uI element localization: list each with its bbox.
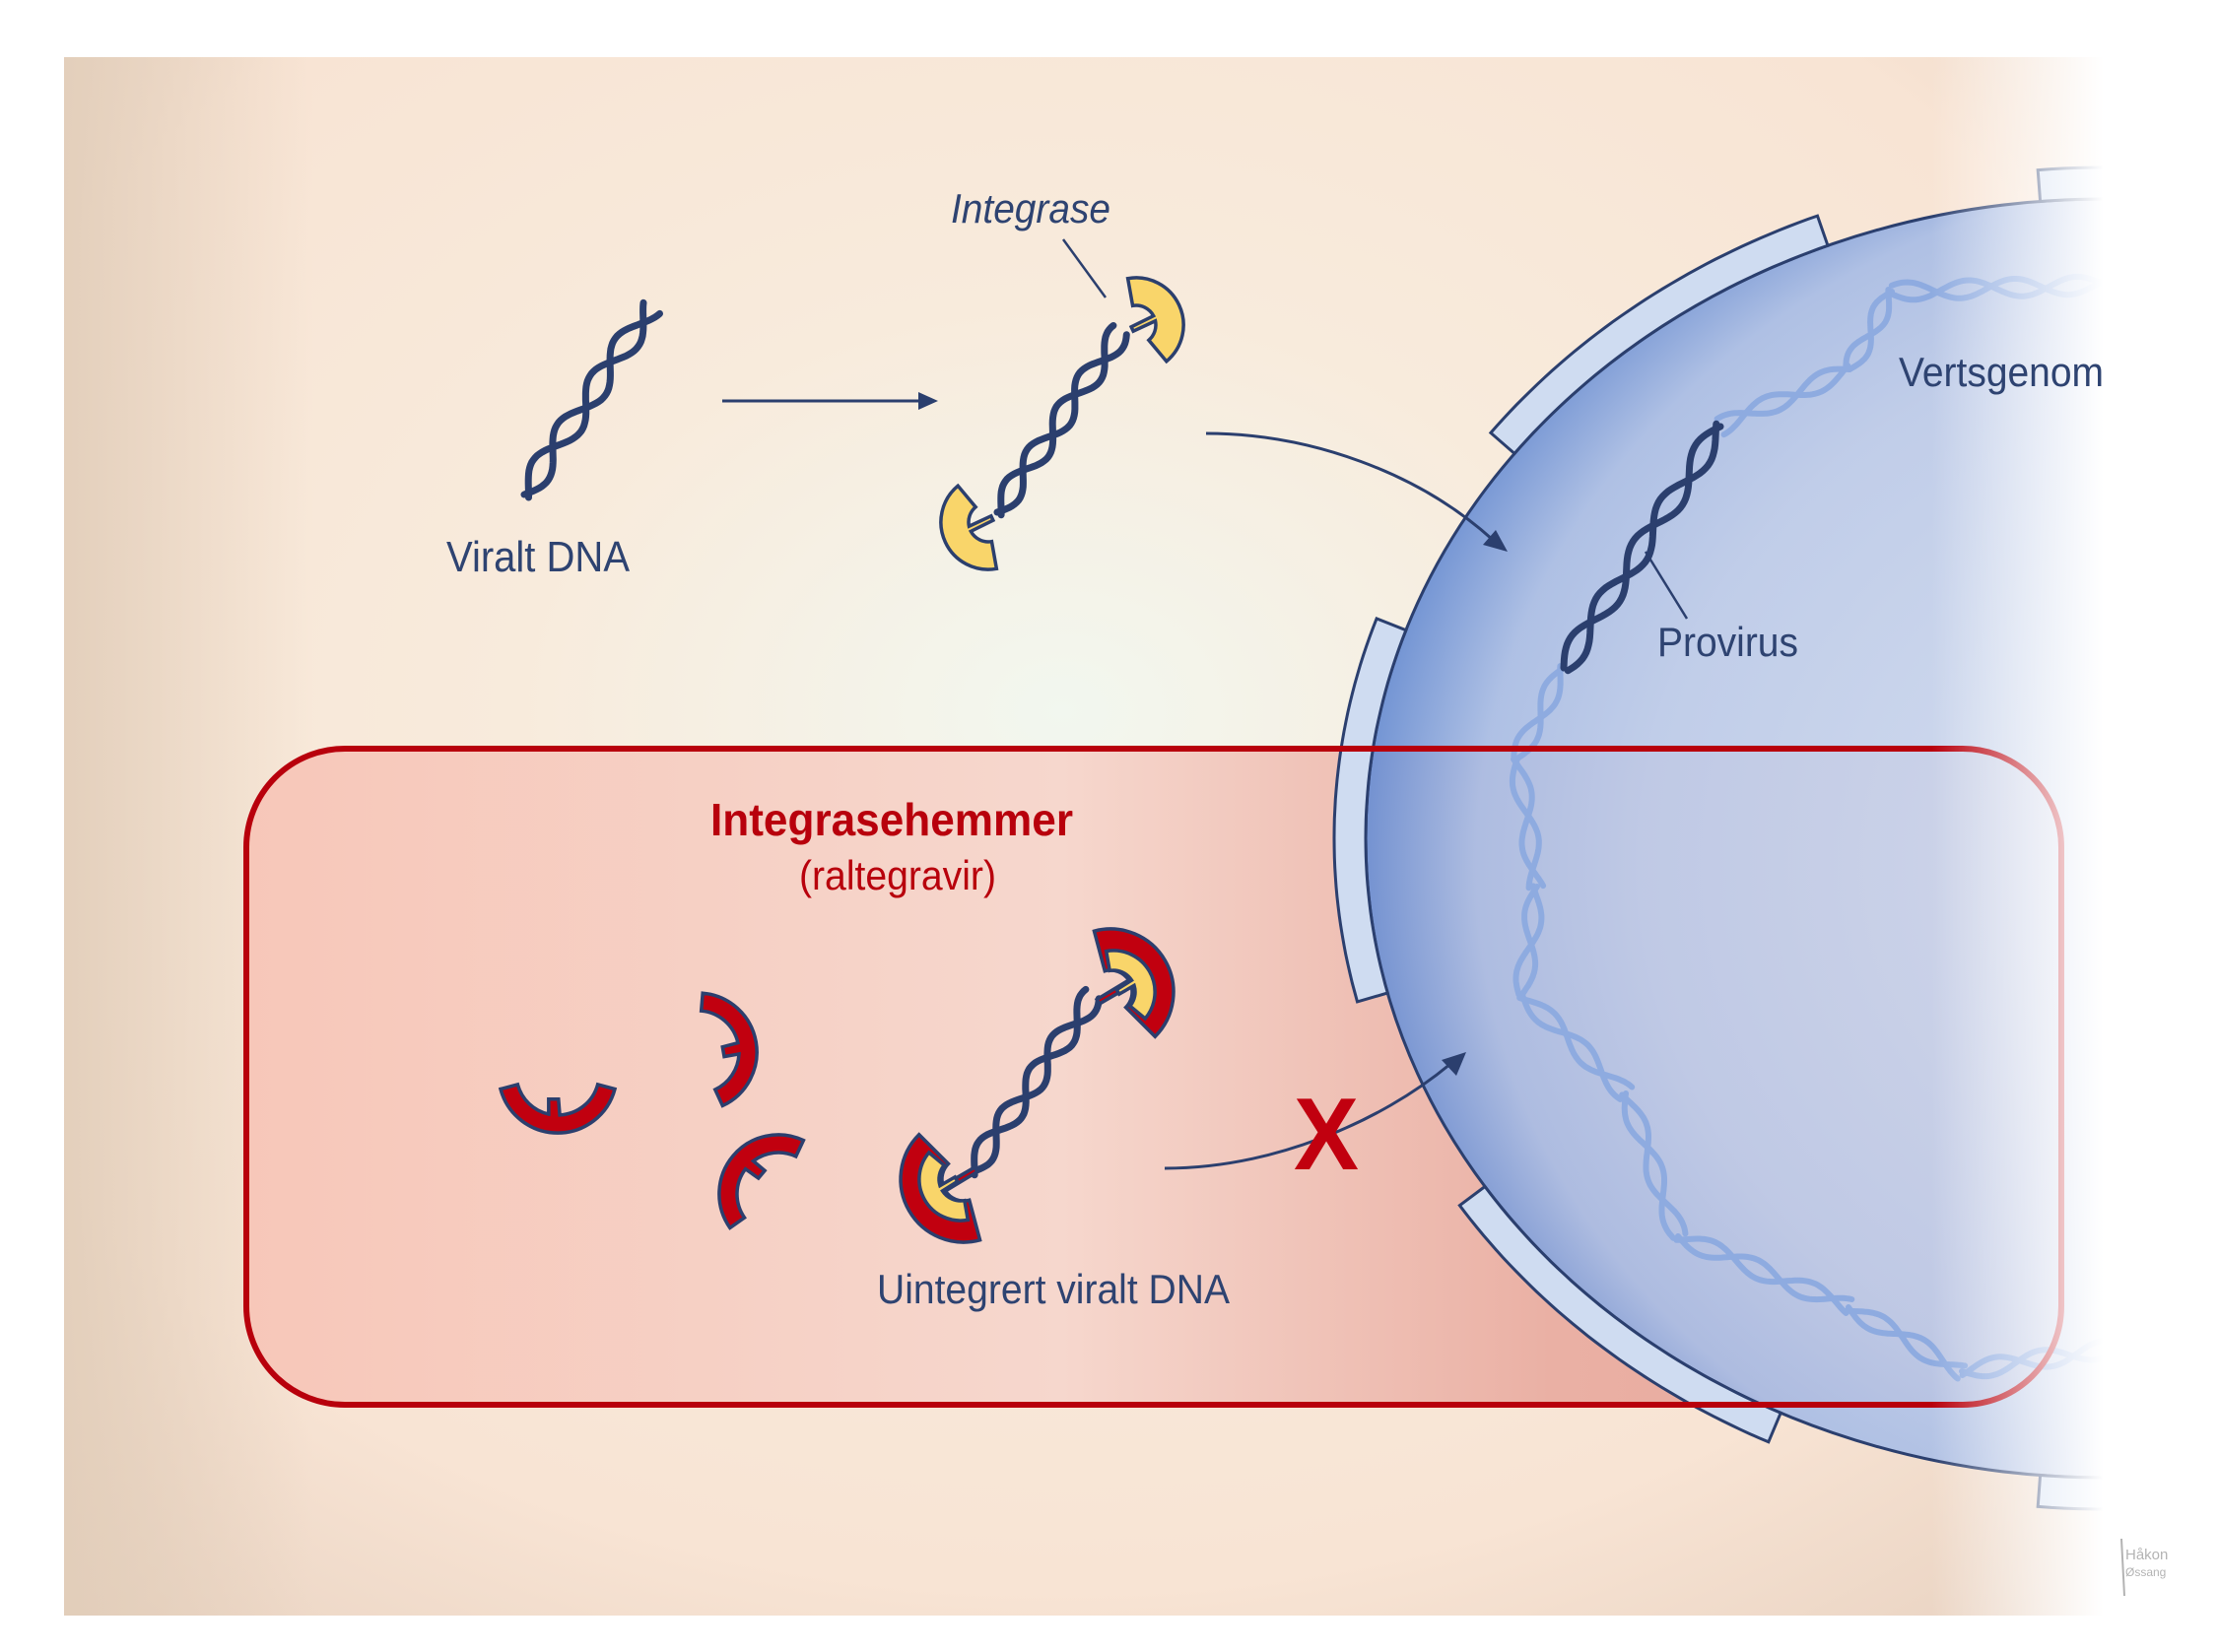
viral-dna-strand-2 <box>524 298 647 501</box>
label-integrase: Integrase <box>951 185 1110 231</box>
integrase-enzyme-icon <box>939 483 999 571</box>
arrow-right-icon <box>722 392 938 410</box>
signature-line-2: Øssang <box>2125 1565 2166 1579</box>
artist-signature: Håkon Øssang <box>2120 1538 2168 1597</box>
signature-line-1: Håkon <box>2125 1547 2168 1563</box>
integrase-enzyme-icon <box>917 1150 971 1222</box>
complex-dna-strand-1 <box>993 331 1130 516</box>
host-genome-strand-2 <box>1673 1235 1849 1316</box>
host-genome-strand-2 <box>1512 883 1545 998</box>
unintegrated-dna-strand-2 <box>971 985 1090 1179</box>
viral-dna-strand-1 <box>520 309 663 498</box>
label-provirus: Provirus <box>1657 619 1798 665</box>
provirus-leader-line <box>1644 551 1689 620</box>
provirus-strand-1 <box>1560 423 1724 672</box>
inhibited-integrase-dna-complex <box>899 927 1176 1244</box>
provirus-strand-2 <box>1564 420 1720 675</box>
import-arrow-icon <box>1205 431 1508 552</box>
label-viral-dna: Viralt DNA <box>446 533 631 581</box>
right-edge-white <box>2103 0 2218 1647</box>
label-unintegrated-dna: Uintegrert viralt DNA <box>877 1266 1230 1312</box>
nuclear-pore-icon <box>1457 1184 1783 1444</box>
host-genome-strand-1 <box>1847 289 1895 372</box>
host-genome-strand-1 <box>1518 884 1540 998</box>
integrase-enzyme-icon <box>1125 276 1185 364</box>
host-genome-strand-2 <box>1516 995 1636 1090</box>
label-host-genome: Vertsgenom <box>1899 349 2104 395</box>
host-genome-strand-1 <box>1519 992 1624 1102</box>
unintegrated-dna-strand-1 <box>967 995 1103 1176</box>
host-genome-strand-2 <box>1511 756 1547 890</box>
blocked-x-icon: X <box>1294 1078 1359 1192</box>
host-genome-strand-1 <box>1675 1233 1855 1303</box>
inhibitor-title: Integrasehemmer <box>710 794 1073 845</box>
right-edge-fade <box>1931 0 2104 1647</box>
inhibitor-molecule-icon <box>498 1082 618 1135</box>
inhibitor-molecule-icon <box>699 991 759 1108</box>
double-helix-icon <box>520 298 663 501</box>
host-genome-strand-2 <box>1511 663 1564 760</box>
integrase-enzyme-icon <box>1104 949 1157 1022</box>
inhibitor-drug-name: (raltegravir) <box>799 852 996 898</box>
nuclear-pore-icon <box>1488 214 1830 456</box>
host-genome-strand-1 <box>1509 756 1542 892</box>
host-genome-strand-2 <box>1843 287 1893 370</box>
host-genome-strand-1 <box>1714 365 1852 423</box>
host-genome-strand-2 <box>1619 1091 1689 1237</box>
host-genome-strand-1 <box>1621 1090 1677 1241</box>
host-genome-strand-2 <box>1720 363 1851 438</box>
blocked-import-arrow <box>1164 1052 1466 1170</box>
integrase-leader-line <box>1061 238 1108 298</box>
free-inhibitors <box>498 991 806 1230</box>
inhibitor-molecule-icon <box>717 1133 806 1230</box>
integrase-dna-complex <box>939 276 1185 571</box>
complex-dna-strand-2 <box>997 322 1117 519</box>
nuclear-pore-icon <box>1332 616 1408 1004</box>
